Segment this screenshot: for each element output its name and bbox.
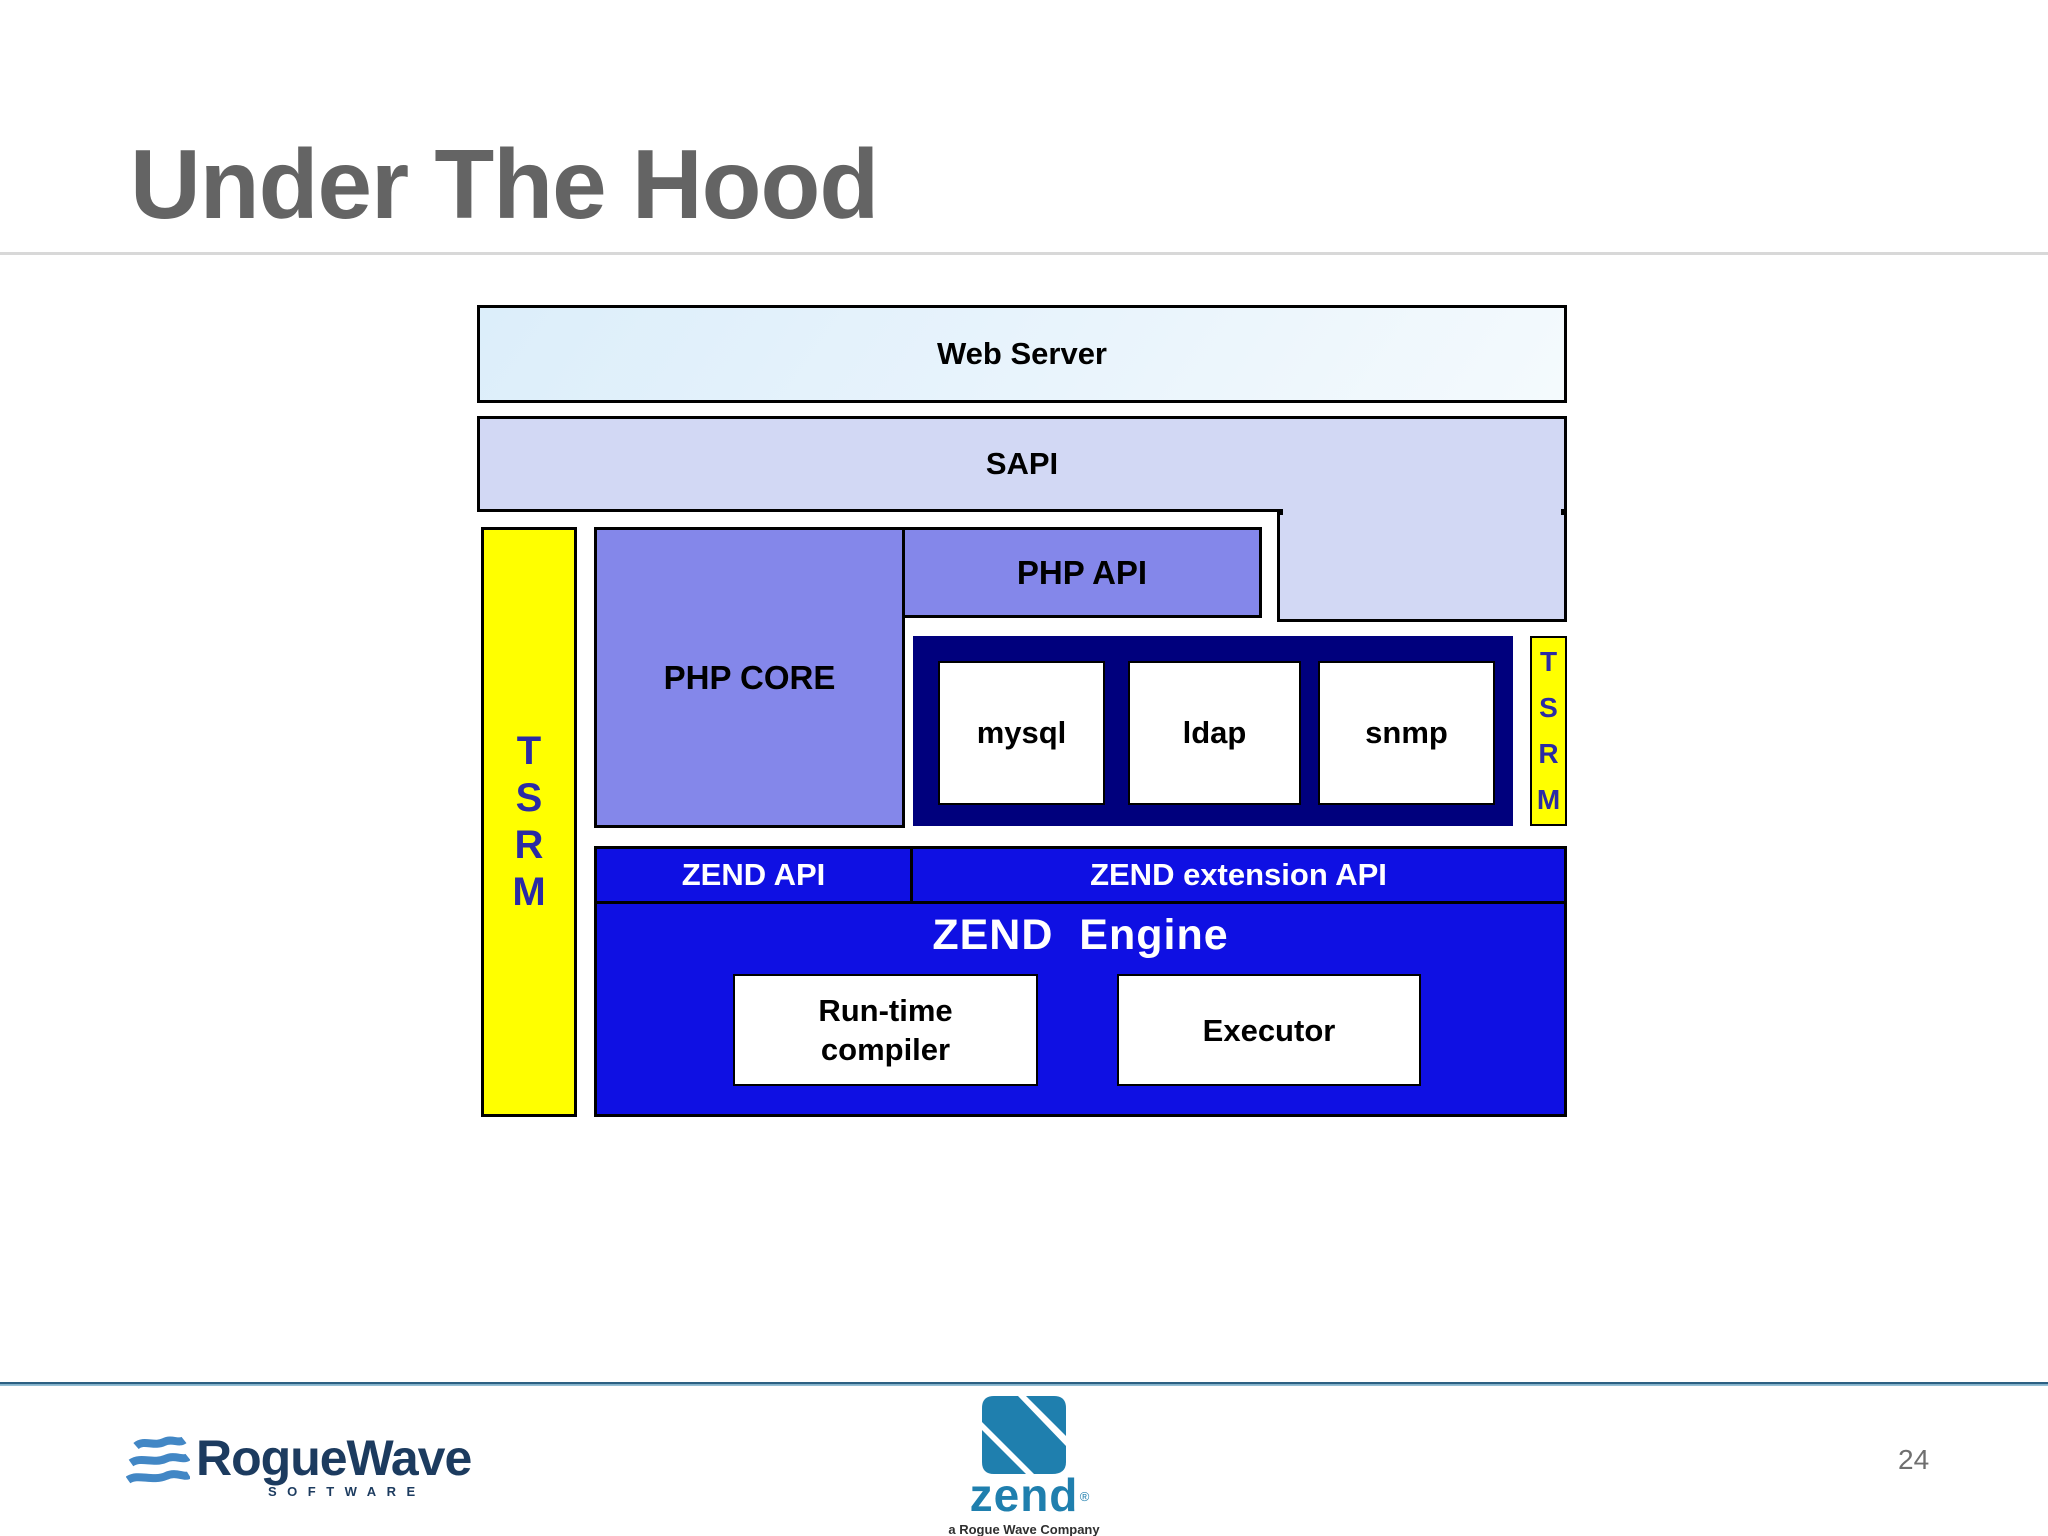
- executor-label: Executor: [1202, 1012, 1336, 1048]
- zend-tagline: a Rogue Wave Company: [948, 1522, 1100, 1536]
- zend-name-text: zend: [969, 1469, 1079, 1521]
- zend-extension-api-label: ZEND extension API: [1090, 857, 1387, 892]
- php-api-label: PHP API: [1016, 553, 1148, 591]
- tsrm-right-column: T S R M: [1530, 636, 1567, 826]
- tsrm-letter: S: [515, 776, 543, 820]
- extensions-container: mysql ldap snmp: [913, 636, 1513, 826]
- extension-snmp-box: snmp: [1318, 661, 1495, 805]
- title-divider: [0, 252, 2048, 255]
- tsrm-letter: R: [1538, 738, 1559, 769]
- zend-api-cell: ZEND API: [597, 849, 913, 901]
- tsrm-left-column: T S R M: [481, 527, 577, 1117]
- wave-icon: [126, 1436, 190, 1484]
- tsrm-letter: R: [514, 823, 544, 867]
- php-api-box: PHP API: [902, 527, 1262, 618]
- sapi-box-extension: [1277, 512, 1567, 622]
- tsrm-letter: M: [1536, 784, 1561, 815]
- runtime-compiler-box: Run-time compiler: [733, 974, 1038, 1086]
- zend-engine-box: ZEND API ZEND extension API ZEND Engine …: [594, 846, 1567, 1117]
- php-core-box: PHP CORE: [594, 527, 905, 828]
- web-server-label: Web Server: [936, 336, 1107, 371]
- runtime-compiler-line2: compiler: [820, 1032, 951, 1067]
- zend-engine-label: ZEND Engine: [932, 911, 1229, 959]
- tsrm-letter: S: [1539, 692, 1558, 723]
- roguewave-software-label: SOFTWARE: [268, 1484, 426, 1499]
- zend-api-label: ZEND API: [681, 857, 826, 892]
- zend-z-icon: [982, 1396, 1066, 1474]
- roguewave-wordmark: RogueWave SOFTWARE: [196, 1430, 472, 1499]
- footer-divider: [0, 1381, 2048, 1386]
- zend-api-row: ZEND API ZEND extension API: [597, 849, 1564, 904]
- sapi-box: SAPI: [477, 416, 1567, 512]
- executor-box: Executor: [1117, 974, 1421, 1086]
- tsrm-letter: T: [1539, 646, 1558, 677]
- zend-logo: zend ® a Rogue Wave Company: [944, 1396, 1104, 1536]
- php-core-label: PHP CORE: [663, 658, 836, 696]
- sapi-shape-join: [1283, 504, 1561, 520]
- extension-mysql-box: mysql: [938, 661, 1105, 805]
- tsrm-letter: T: [516, 729, 542, 773]
- page-title: Under The Hood: [130, 129, 879, 239]
- tsrm-letter: M: [512, 870, 546, 914]
- runtime-compiler-line1: Run-time: [818, 993, 953, 1028]
- zend-wordmark: zend ®: [970, 1472, 1090, 1518]
- roguewave-logo: RogueWave SOFTWARE: [126, 1430, 472, 1499]
- web-server-box: Web Server: [477, 305, 1567, 403]
- sapi-label: SAPI: [985, 446, 1059, 481]
- registered-mark: ®: [1079, 1489, 1091, 1504]
- page-number: 24: [1898, 1444, 1930, 1475]
- extension-ldap-box: ldap: [1128, 661, 1301, 805]
- roguewave-name: RogueWave: [196, 1430, 472, 1486]
- zend-extension-api-cell: ZEND extension API: [913, 849, 1564, 901]
